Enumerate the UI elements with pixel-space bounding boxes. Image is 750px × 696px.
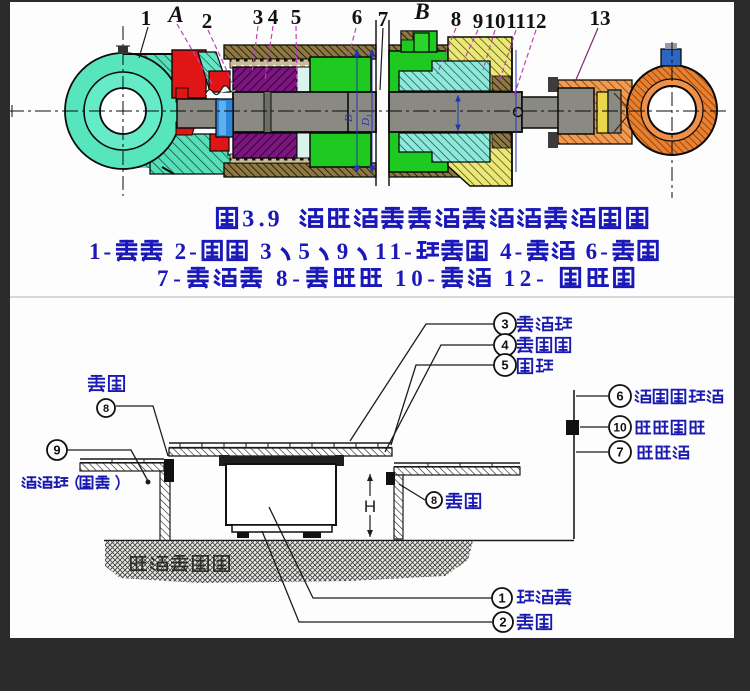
svg-text:2: 2 [175,239,187,264]
svg-text:1: 1 [395,266,407,291]
svg-text:10: 10 [613,420,627,434]
svg-text:9: 9 [473,9,484,33]
svg-text:10: 10 [485,9,506,33]
svg-text:7: 7 [378,7,389,31]
svg-text:1: 1 [141,6,152,30]
svg-text:2: 2 [202,9,213,33]
svg-text:3: 3 [260,239,272,264]
svg-text:1: 1 [375,239,387,264]
svg-text:1: 1 [390,239,402,264]
svg-text:11: 11 [506,9,526,33]
svg-text:A: A [166,2,183,27]
svg-text:1: 1 [89,239,101,264]
svg-text:-: - [600,239,608,264]
svg-text:3: 3 [501,317,508,332]
svg-text:0: 0 [411,266,423,291]
svg-text:-: - [189,239,197,264]
svg-text:-: - [292,266,300,291]
svg-text:-: - [104,239,112,264]
svg-text:B: B [413,0,429,24]
svg-text:2: 2 [520,266,532,291]
svg-text:7: 7 [157,266,169,291]
svg-text:5: 5 [501,358,508,373]
svg-text:5: 5 [291,5,302,29]
svg-text:4: 4 [500,239,512,264]
svg-text:-: - [404,239,412,264]
svg-text:9: 9 [337,239,349,264]
svg-text:2: 2 [499,615,506,630]
svg-text:6: 6 [352,5,363,29]
svg-text:-: - [173,266,181,291]
svg-text:6: 6 [586,239,598,264]
svg-text:8: 8 [451,7,462,31]
svg-text:8: 8 [431,495,437,507]
svg-text:7: 7 [616,445,623,460]
svg-text:H: H [364,497,376,516]
svg-text:8: 8 [103,403,109,415]
svg-text:4: 4 [501,338,509,353]
svg-text:1: 1 [504,266,515,291]
svg-text:9: 9 [268,207,280,233]
svg-text:1: 1 [498,591,505,606]
svg-text:-: - [427,266,435,291]
svg-text:3: 3 [253,5,264,29]
svg-text:-: - [515,239,523,264]
svg-text:8: 8 [276,266,288,291]
svg-text:D: D [343,114,355,123]
svg-text:13: 13 [590,6,611,30]
svg-text:6: 6 [616,389,623,404]
svg-text:D₁: D₁ [360,114,372,127]
svg-text:4: 4 [268,5,279,29]
svg-text:9: 9 [53,443,60,458]
svg-text:3: 3 [242,207,254,233]
svg-text:12: 12 [526,9,547,33]
svg-text:.: . [259,207,265,233]
svg-text:-: - [536,266,544,291]
svg-text:5: 5 [298,239,310,264]
